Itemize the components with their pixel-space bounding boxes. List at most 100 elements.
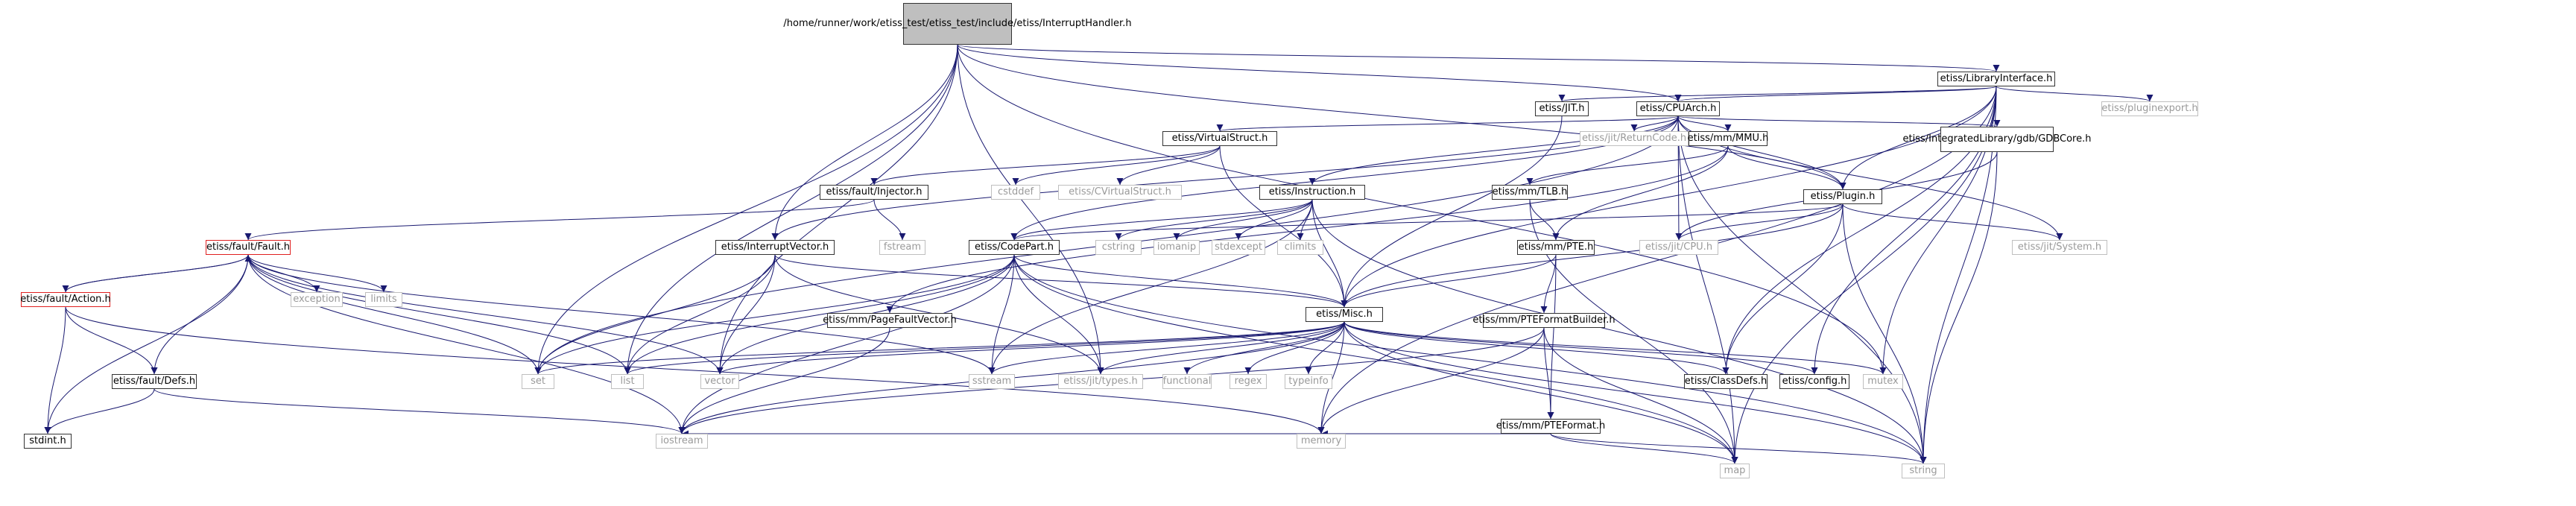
- node-libif[interactable]: etiss/LibraryInterface.h: [1937, 72, 2055, 86]
- node-pagefault[interactable]: etiss/mm/PageFaultVector.h: [823, 313, 957, 328]
- edge-action-to-stdint: [44, 306, 66, 434]
- edge-libif-to-misc: [1341, 86, 1997, 308]
- edge-instruction-to-cstring: [1115, 199, 1313, 241]
- edge-plugin-to-system: [1842, 203, 2063, 241]
- edge-virtualstruct-to-cvstruct: [1116, 145, 1221, 186]
- edge-mmu-to-tlb: [1526, 145, 1729, 186]
- edge-intvector-to-list: [624, 254, 776, 375]
- node-iomanip: iomanip: [1153, 240, 1200, 255]
- edge-cpuarch-to-string: [1677, 116, 1927, 464]
- node-intvector[interactable]: etiss/InterruptVector.h: [715, 240, 835, 255]
- edge-plugin-to-misc: [1341, 203, 1844, 308]
- edge-instruction-to-sstream: [988, 199, 1313, 375]
- edge-libif-to-plugin: [1839, 86, 1997, 190]
- node-cstring: cstring: [1095, 240, 1142, 255]
- edge-intvector-to-misc: [774, 254, 1348, 308]
- node-cstddef: cstddef: [991, 185, 1040, 200]
- node-plugin[interactable]: etiss/Plugin.h: [1803, 189, 1882, 204]
- node-classdefs[interactable]: etiss/ClassDefs.h: [1684, 374, 1768, 389]
- node-climits: climits: [1277, 240, 1323, 255]
- node-pte[interactable]: etiss/mm/PTE.h: [1517, 240, 1595, 255]
- edge-mmu-to-pagefault: [886, 145, 1729, 314]
- edge-misc-to-map: [1344, 321, 1738, 464]
- node-jit[interactable]: etiss/JIT.h: [1535, 101, 1589, 116]
- edge-codepart-to-iostream: [678, 254, 1015, 434]
- node-codepart[interactable]: etiss/CodePart.h: [969, 240, 1060, 255]
- edge-fault-to-vector: [247, 254, 724, 375]
- edge-misc-to-list: [624, 321, 1345, 375]
- edge-root-to-intvector: [771, 44, 958, 241]
- edge-mmu-to-plugin: [1727, 145, 1846, 190]
- edge-intvector-to-set: [534, 254, 776, 375]
- node-fault[interactable]: etiss/fault/Fault.h: [206, 240, 291, 255]
- edge-misc-to-functional: [1183, 321, 1345, 375]
- edge-fault-to-defs: [151, 254, 249, 375]
- edge-pteformatbuilder-to-memory: [1317, 327, 1545, 434]
- edge-cpuarch-to-instruction: [1308, 116, 1679, 186]
- node-system: etiss/jit/System.h: [2012, 240, 2107, 255]
- edge-tlb-to-pte: [1529, 199, 1560, 241]
- edge-codepart-to-set: [534, 254, 1015, 375]
- edge-fault-to-set: [247, 254, 542, 375]
- edge-plugin-to-classdefs: [1722, 203, 1844, 375]
- node-pteformatbuilder[interactable]: etiss/mm/PTEFormatBuilder.h: [1472, 313, 1615, 328]
- edge-instruction-to-misc: [1311, 199, 1348, 308]
- edge-root-to-set: [534, 44, 958, 375]
- node-list: list: [611, 374, 644, 389]
- edge-defs-to-iostream: [154, 388, 686, 434]
- edge-action-to-fault: [65, 254, 252, 293]
- edge-misc-to-set: [534, 321, 1345, 375]
- node-virtualstruct[interactable]: etiss/VirtualStruct.h: [1162, 131, 1277, 146]
- edge-misc-to-classdefs: [1344, 321, 1730, 375]
- edge-instruction-to-codepart: [1010, 199, 1313, 241]
- node-pluginexport: etiss/pluginexport.h: [2101, 101, 2198, 116]
- edge-cpuarch-to-virtualstruct: [1217, 116, 1679, 132]
- edge-codepart-to-list: [624, 254, 1015, 375]
- node-stdint[interactable]: stdint.h: [24, 434, 72, 449]
- edge-root-to-types: [957, 44, 1104, 375]
- edge-misc-to-config: [1344, 321, 1818, 375]
- edge-misc-to-types: [1097, 321, 1345, 375]
- edge-action-to-memory: [65, 306, 1325, 434]
- edge-plugin-to-string: [1842, 203, 1927, 464]
- node-misc[interactable]: etiss/Misc.h: [1306, 307, 1383, 322]
- edge-pteformat-to-string: [1550, 433, 1927, 464]
- node-cpuarch[interactable]: etiss/CPUArch.h: [1636, 101, 1720, 116]
- edge-cpuarch-to-gdbcore: [1677, 116, 2000, 127]
- edge-libif-to-pluginexport: [1996, 86, 2153, 102]
- node-action[interactable]: etiss/fault/Action.h: [20, 292, 111, 307]
- node-vector: vector: [700, 374, 739, 389]
- edge-pteformatbuilder-to-map: [1543, 327, 1738, 464]
- edge-injector-to-fstream: [873, 199, 906, 241]
- node-gdbcore[interactable]: etiss/IntegratedLibrary/gdb/GDBCore.h: [1903, 127, 2091, 152]
- node-sstream: sstream: [969, 374, 1015, 389]
- edge-libif-to-jit: [1559, 86, 1997, 102]
- node-pteformat[interactable]: etiss/mm/PTEFormat.h: [1496, 419, 1605, 434]
- edge-fault-to-iostream: [247, 254, 686, 434]
- node-iostream: iostream: [656, 434, 708, 449]
- edge-action-to-defs: [65, 306, 158, 375]
- edge-libif-to-map: [1731, 86, 1997, 464]
- edge-misc-to-typeinfo: [1305, 321, 1345, 375]
- node-defs[interactable]: etiss/fault/Defs.h: [112, 374, 197, 389]
- node-tlb[interactable]: etiss/mm/TLB.h: [1492, 185, 1568, 200]
- edge-pte-to-misc: [1341, 254, 1557, 308]
- edge-root-to-vector: [716, 44, 958, 375]
- edge-pte-to-pteformat: [1547, 254, 1557, 420]
- node-fstream: fstream: [879, 240, 925, 255]
- edge-injector-to-fault: [244, 199, 875, 241]
- node-injector[interactable]: etiss/fault/Injector.h: [820, 185, 928, 200]
- edge-fault-to-stdint: [44, 254, 249, 434]
- edge-misc-to-regex: [1244, 321, 1345, 375]
- node-root[interactable]: /home/runner/work/etiss_test/etiss_test/…: [783, 3, 1132, 45]
- node-mmu[interactable]: etiss/mm/MMU.h: [1688, 131, 1768, 146]
- edge-codepart-to-misc: [1013, 254, 1348, 308]
- node-instruction[interactable]: etiss/Instruction.h: [1259, 185, 1365, 200]
- edge-virtualstruct-to-injector: [870, 145, 1221, 186]
- node-config[interactable]: etiss/config.h: [1779, 374, 1849, 389]
- node-exception: exception: [291, 292, 343, 307]
- node-string: string: [1902, 464, 1945, 478]
- edge-defs-to-stdint: [44, 388, 155, 434]
- node-memory: memory: [1297, 434, 1346, 449]
